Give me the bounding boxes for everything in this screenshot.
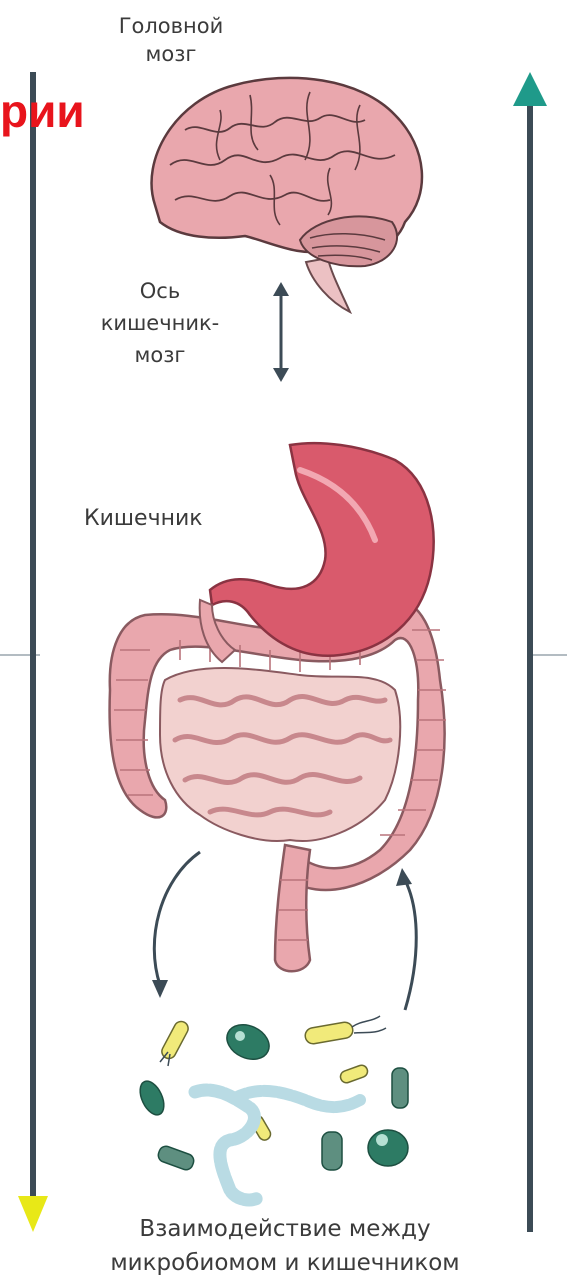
brain-label-line2: мозг xyxy=(96,40,246,68)
corner-red-text: рии xyxy=(0,88,85,134)
brain-label-line1: Головной xyxy=(96,12,246,40)
gut-label: Кишечник xyxy=(84,505,254,533)
axis-label-line3: мозг xyxy=(80,339,240,371)
axis-label-line2: кишечник- xyxy=(80,307,240,339)
microbiome-interaction-label: Взаимодействие между микробиомом и кишеч… xyxy=(50,1212,520,1280)
gut-to-microbiome-arrow xyxy=(152,852,200,998)
microbiome-label-line2: микробиомом и кишечником xyxy=(50,1246,520,1280)
microbiome-to-gut-arrow xyxy=(396,868,416,1010)
left-down-arrow xyxy=(18,72,48,1232)
rectum-icon xyxy=(275,845,310,971)
small-intestine-icon xyxy=(160,668,400,841)
microbiome-label-line1: Взаимодействие между xyxy=(50,1212,520,1246)
right-up-arrow xyxy=(513,72,547,1232)
brain-label: Головной мозг xyxy=(96,12,246,68)
axis-double-arrow xyxy=(273,282,289,382)
axis-label: Ось кишечник- мозг xyxy=(80,275,240,371)
bacteria-icon xyxy=(135,1016,408,1200)
axis-label-line1: Ось xyxy=(80,275,240,307)
